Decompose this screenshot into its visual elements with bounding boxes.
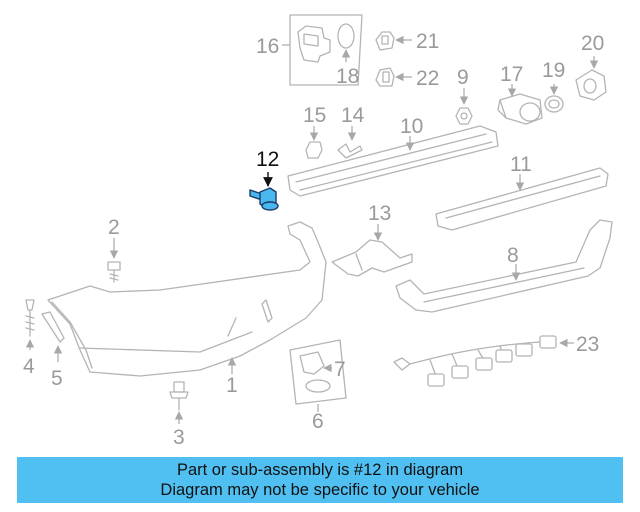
info-banner: Part or sub-assembly is #12 in diagram D…: [17, 457, 623, 503]
part-19-ring[interactable]: [544, 84, 564, 113]
callout-21[interactable]: 21: [416, 30, 439, 53]
part-4-pin[interactable]: [25, 299, 35, 350]
callout-18[interactable]: 18: [336, 65, 359, 88]
part-11-absorber[interactable]: [435, 167, 609, 231]
banner-line-1: Part or sub-assembly is #12 in diagram: [176, 461, 464, 479]
callout-4[interactable]: 4: [23, 355, 35, 378]
callout-11[interactable]: 11: [510, 153, 532, 176]
part-21-clip[interactable]: [375, 31, 412, 51]
callout-9[interactable]: 9: [457, 66, 469, 89]
callout-15[interactable]: 15: [303, 104, 326, 127]
callout-1[interactable]: 1: [226, 374, 238, 397]
callout-20[interactable]: 20: [581, 32, 604, 55]
callout-10[interactable]: 10: [400, 115, 423, 138]
callout-5[interactable]: 5: [51, 367, 63, 390]
callout-7[interactable]: 7: [334, 358, 346, 381]
callout-16[interactable]: 16: [256, 35, 279, 58]
callout-14[interactable]: 14: [341, 104, 365, 127]
callout-17[interactable]: 17: [500, 63, 523, 86]
part-15-nut[interactable]: [305, 126, 323, 159]
banner-line-2: Diagram may not be specific to your vehi…: [160, 481, 480, 499]
part-16-18-group[interactable]: [282, 14, 363, 86]
callout-13[interactable]: 13: [368, 202, 391, 225]
part-5-strip[interactable]: [41, 311, 65, 362]
part-22-clip[interactable]: [375, 67, 412, 87]
part-10-reinforcement[interactable]: [287, 125, 499, 197]
part-2-screw[interactable]: [107, 238, 121, 283]
part-17-sensor[interactable]: [497, 84, 543, 125]
part-13-bracket[interactable]: [331, 224, 413, 277]
part-23-harness[interactable]: [393, 335, 574, 387]
part-12-bolt[interactable]: [249, 172, 279, 211]
callout-2[interactable]: 2: [108, 216, 120, 239]
part-14-stud[interactable]: [337, 126, 363, 159]
callout-6[interactable]: 6: [312, 410, 324, 433]
callout-12[interactable]: 12: [256, 148, 279, 171]
part-1-bumper-cover[interactable]: [47, 221, 327, 377]
part-9[interactable]: [455, 88, 473, 125]
callout-19[interactable]: 19: [542, 59, 565, 82]
callout-3[interactable]: 3: [173, 426, 185, 449]
callout-22[interactable]: 22: [416, 67, 439, 90]
part-6-7-group[interactable]: [289, 339, 347, 412]
callout-8[interactable]: 8: [507, 244, 519, 267]
part-20-bezel[interactable]: [575, 56, 607, 101]
part-8-valance[interactable]: [395, 219, 613, 313]
callout-23[interactable]: 23: [576, 333, 599, 356]
part-3-fastener[interactable]: [169, 381, 189, 424]
